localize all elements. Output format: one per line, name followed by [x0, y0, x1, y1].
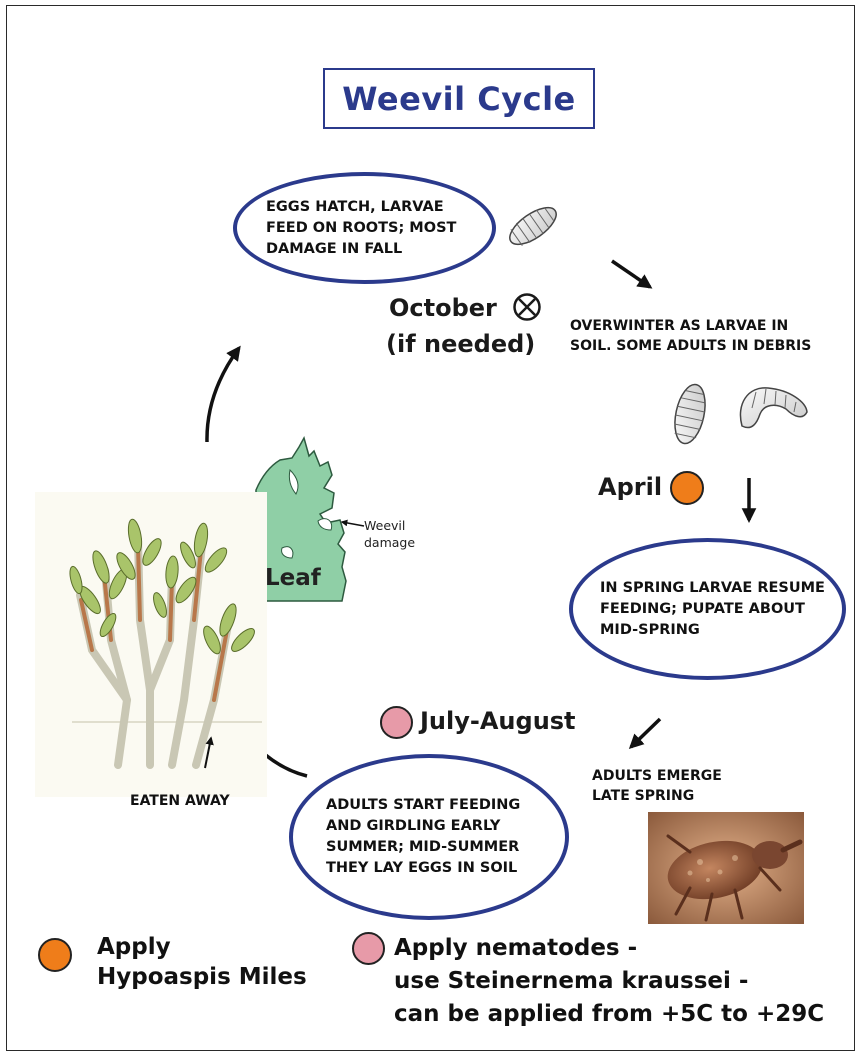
legend-nematodes: Apply nematodes - use Steinernema krauss… [394, 932, 824, 1031]
stage-line: MID-SPRING [600, 620, 842, 641]
stage-line: EGGS HATCH, LARVAE [266, 197, 492, 218]
month-october: October [389, 294, 497, 322]
larva-icon [504, 201, 562, 252]
legend-line: use Steinernema kraussei - [394, 965, 824, 998]
stage-line: ADULTS START FEEDING [326, 795, 565, 816]
month-april: April [598, 473, 662, 501]
stage-overwinter: OVERWINTER AS LARVAE IN SOIL. SOME ADULT… [570, 316, 811, 356]
stage-line: IN SPRING LARVAE RESUME [600, 578, 842, 599]
month-april-label: April [598, 473, 662, 501]
legend-line: can be applied from +5C to +29C [394, 998, 824, 1031]
leaf-label: Leaf [265, 565, 321, 591]
arrow-to-emerge [631, 719, 660, 747]
circled-x-icon [515, 295, 540, 320]
leaf-label-text: Leaf [265, 565, 321, 591]
arrow-to-overwinter [612, 261, 650, 287]
stage-line: FEED ON ROOTS; MOST [266, 218, 492, 239]
legend-line: Apply [97, 932, 307, 962]
stage-line: THEY LAY EGGS IN SOIL [326, 858, 565, 879]
weevil-damage-label: Weevil damage [364, 517, 415, 551]
damage-line: Weevil [364, 517, 415, 534]
plant-illustration [35, 492, 267, 797]
stage-adults-feeding: ADULTS START FEEDING AND GIRDLING EARLY … [289, 754, 569, 920]
legend-orange-dot [38, 938, 72, 972]
month-october-note: (if needed) [386, 330, 535, 358]
grub-icon [740, 388, 807, 428]
eaten-label-text: EATEN AWAY [130, 793, 230, 809]
stage-line: FEEDING; PUPATE ABOUT [600, 599, 842, 620]
month-july-label: July-August [420, 707, 576, 735]
arrow-to-eggs [207, 348, 239, 442]
stage-adults-emerge: ADULTS EMERGE LATE SPRING [592, 766, 722, 806]
adult-weevil-photo [648, 812, 804, 924]
stage-line: AND GIRDLING EARLY [326, 816, 565, 837]
october-note-label: (if needed) [386, 330, 535, 358]
stage-line: ADULTS EMERGE [592, 766, 722, 786]
month-october-label: October [389, 294, 497, 322]
stage-line: LATE SPRING [592, 786, 722, 806]
damage-line: damage [364, 534, 415, 551]
april-orange-dot [670, 471, 704, 505]
stage-eggs-hatch: EGGS HATCH, LARVAE FEED ON ROOTS; MOST D… [233, 172, 496, 284]
stage-line: SOIL. SOME ADULTS IN DEBRIS [570, 336, 811, 356]
legend-line: Hypoaspis Miles [97, 962, 307, 992]
pupa-icon [670, 382, 710, 447]
month-july-august: July-August [420, 707, 576, 735]
legend-hypoaspis: Apply Hypoaspis Miles [97, 932, 307, 992]
stage-line: OVERWINTER AS LARVAE IN [570, 316, 811, 336]
damage-pointer [342, 522, 364, 526]
stage-line: DAMAGE IN FALL [266, 239, 492, 260]
legend-pink-dot [352, 932, 385, 965]
eaten-away-label: EATEN AWAY [130, 791, 230, 811]
july-pink-dot [380, 706, 413, 739]
stage-line: SUMMER; MID-SUMMER [326, 837, 565, 858]
stage-spring-larvae: IN SPRING LARVAE RESUME FEEDING; PUPATE … [569, 538, 846, 680]
legend-line: Apply nematodes - [394, 932, 824, 965]
